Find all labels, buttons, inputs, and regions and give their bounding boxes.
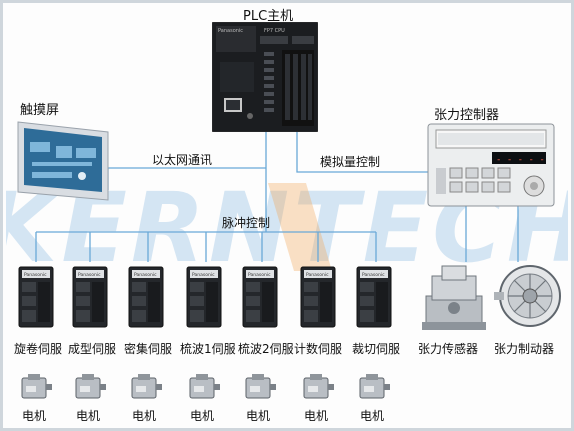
motor	[245, 374, 276, 399]
motor-label: 电机	[76, 409, 101, 423]
svg-text:Panasonic: Panasonic	[24, 272, 47, 278]
svg-text:Panasonic: Panasonic	[362, 272, 385, 278]
servo-label: 成型伺服	[68, 342, 117, 356]
pulse-label: 脉冲控制	[222, 216, 271, 230]
svg-text:Panasonic: Panasonic	[192, 272, 215, 278]
motor-label: 电机	[22, 409, 47, 423]
servo-label: 裁切伺服	[352, 342, 401, 356]
analog-line	[296, 130, 428, 173]
servo-drive: Panasonic	[356, 266, 392, 328]
servo-label: 计数伺服	[294, 342, 343, 356]
watermark-accent	[268, 183, 332, 271]
servo-drive: Panasonic	[72, 266, 108, 328]
tension-brake-label: 张力制动器	[494, 342, 555, 356]
servo-drive: Panasonic	[242, 266, 278, 328]
svg-text:Panasonic: Panasonic	[218, 28, 243, 34]
tension-controller-label: 张力控制器	[434, 108, 500, 123]
hmi-label: 触摸屏	[20, 103, 60, 118]
servo-drive: Panasonic	[128, 266, 164, 328]
servo-label: 梳波1伺服	[180, 342, 236, 356]
servo-drive: Panasonic	[18, 266, 54, 328]
touchscreen	[17, 121, 109, 201]
servo-label: 旋卷伺服	[14, 342, 63, 356]
tension-sensor	[422, 265, 486, 330]
plc-unit: Panasonic FP7 CPU	[212, 22, 318, 132]
motor	[21, 374, 52, 399]
motor-label: 电机	[360, 409, 385, 423]
motor	[303, 374, 334, 399]
servo-drive: Panasonic	[300, 266, 336, 328]
svg-text:Panasonic: Panasonic	[306, 272, 329, 278]
servo-label: 密集伺服	[124, 342, 173, 356]
motor	[359, 374, 390, 399]
motor-label: 电机	[132, 409, 157, 423]
svg-text:Panasonic: Panasonic	[78, 272, 101, 278]
motor	[189, 374, 220, 399]
servo-drive: Panasonic	[186, 266, 222, 328]
motor-label: 电机	[246, 409, 271, 423]
svg-text:FP7 CPU: FP7 CPU	[264, 28, 285, 34]
svg-text:- - - - -: - - - - -	[496, 155, 545, 165]
ethernet-line	[107, 167, 266, 190]
motor	[75, 374, 106, 399]
ethernet-label: 以太网通讯	[152, 153, 213, 167]
tension-sensor-label: 张力传感器	[418, 342, 479, 356]
analog-label: 模拟量控制	[320, 155, 381, 169]
motor	[131, 374, 162, 399]
servo-label: 梳波2伺服	[238, 342, 294, 356]
tension-brake	[494, 265, 561, 327]
plc-title: PLC主机	[243, 9, 294, 24]
svg-text:Panasonic: Panasonic	[248, 272, 271, 278]
svg-text:Panasonic: Panasonic	[134, 272, 157, 278]
tension-controller: - - - - -	[427, 123, 555, 207]
motor-label: 电机	[304, 409, 329, 423]
motor-label: 电机	[190, 409, 215, 423]
